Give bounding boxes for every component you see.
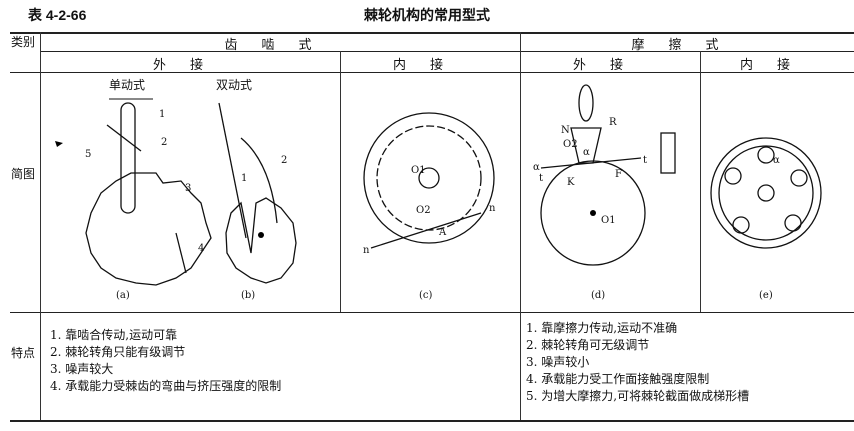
part-label: 2 [161,137,167,148]
point-label: K [567,177,575,188]
feature-item: 1. 靠啮合传动,运动可靠 [50,328,178,342]
table-number: 表 4-2-66 [28,7,87,23]
point-label: t [643,155,647,166]
header-friction: 摩擦式 [631,38,743,53]
point-label: O2 [563,139,578,150]
category-label: 类别 [10,35,35,49]
point-label: n [489,203,496,214]
figure-c: O1 O2 A n n (c) [363,112,496,301]
point-label: n [363,245,370,256]
top-rule [10,32,854,34]
point-label: O1 [411,165,426,176]
figure-ab: 单动式 双动式 1 2 3 4 5 1 2 (a) (b) [55,78,297,301]
feature-item: 4. 承载能力受工作面接触强度限制 [526,372,710,386]
point-label: O1 [601,215,616,226]
feature-item: 3. 噪声较小 [526,355,590,369]
caption: (e) [759,290,773,301]
feature-item: 3. 噪声较大 [50,362,114,376]
point-label: F [615,169,622,180]
caption: (d) [591,290,605,301]
header-external: 外接 [572,58,647,73]
point-label: A [438,227,447,238]
rule [10,312,854,313]
divider [520,32,521,420]
header-internal: 内接 [392,58,467,73]
feature-item: 4. 承载能力受棘齿的弯曲与挤压强度的限制 [50,379,282,393]
part-label: 5 [85,149,91,160]
bottom-rule [10,420,854,422]
divider [700,51,701,312]
point-label: t [539,173,543,184]
point-label: O2 [416,205,431,216]
feature-item: 5. 为增大摩擦力,可将棘轮截面做成梯形槽 [526,389,750,403]
point-label: α [533,162,540,173]
part-label: 3 [185,183,191,194]
part-label: 2 [281,155,287,166]
figure-e: α (e) [710,137,822,301]
mode-label: 双动式 [216,78,252,92]
figure-d: N R O2 α α t t K F O1 (d) [533,84,676,301]
part-label: 4 [198,243,204,254]
point-label: α [773,155,780,166]
features-label: 特点 [10,346,35,360]
feature-item: 2. 棘轮转角只能有级调节 [50,345,186,359]
rule [10,72,854,73]
part-label: 1 [241,173,247,184]
table-title: 棘轮机构的常用型式 [364,8,490,24]
header-ratchet: 齿啮式 [224,38,336,53]
divider [340,51,341,312]
point-label: R [609,117,617,128]
features-ratchet: 1. 靠啮合传动,运动可靠 2. 棘轮转角只能有级调节 3. 噪声较大 4. 承… [50,327,281,395]
caption: (a) [116,290,130,301]
header-internal: 内接 [739,58,814,73]
point-label: α [583,147,590,158]
header-external: 外接 [152,58,227,73]
divider [40,32,41,420]
feature-item: 2. 棘轮转角可无级调节 [526,338,650,352]
caption: (b) [241,290,255,301]
part-label: 1 [159,109,165,120]
mode-label: 单动式 [109,78,145,92]
diagram-label: 简图 [10,167,35,181]
rule [40,51,854,52]
features-friction: 1. 靠摩擦力传动,运动不准确 2. 棘轮转角可无级调节 3. 噪声较小 4. … [526,320,749,405]
point-label: N [561,125,570,136]
caption: (c) [419,290,433,301]
feature-item: 1. 靠摩擦力传动,运动不准确 [526,321,678,335]
